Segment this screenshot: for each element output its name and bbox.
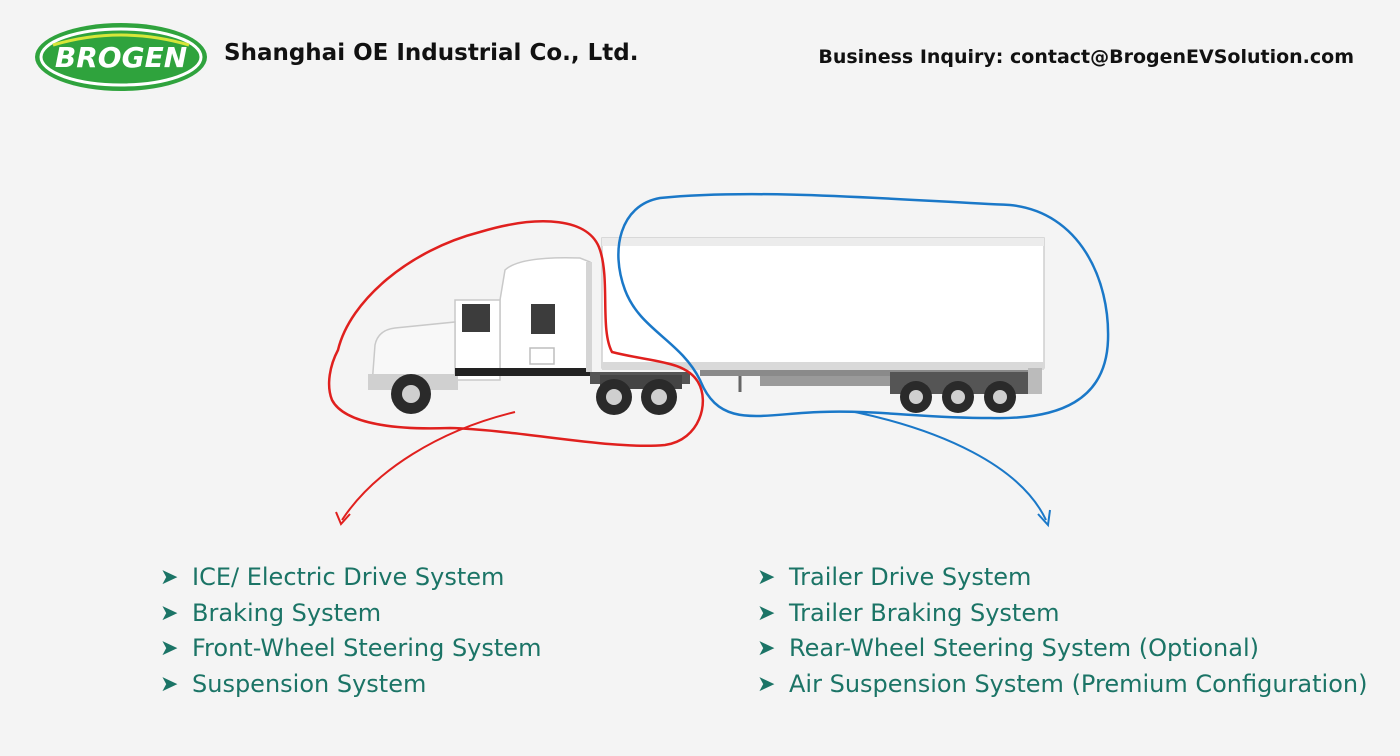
list-item: ➤ Trailer Braking System: [757, 596, 1367, 632]
list-item-label: Front-Wheel Steering System: [192, 634, 542, 663]
tractor: [368, 257, 690, 390]
tractor-systems-list: ➤ ICE/ Electric Drive System ➤ Braking Sys…: [160, 560, 541, 702]
trailer-pointer-arrow: [854, 411, 1047, 521]
tractor-highlight-outline: [327, 220, 705, 448]
trailer-wheels: [900, 381, 1016, 413]
list-item-label: Air Suspension System (Premium Configura…: [789, 669, 1368, 698]
list-item: ➤ Braking System: [160, 596, 541, 632]
list-item-label: Trailer Braking System: [789, 598, 1060, 627]
list-item: ➤ Front-Wheel Steering System: [160, 631, 541, 667]
tractor-pointer-arrow: [341, 411, 516, 521]
trailer-systems-list: ➤ Trailer Drive System ➤ Trailer Braking S…: [757, 560, 1367, 702]
arrow-right-icon: ➤: [757, 671, 776, 697]
arrow-right-icon: ➤: [757, 600, 776, 626]
tractor-wheels: [391, 374, 677, 415]
trailer-pointer-arrowhead: [1037, 509, 1051, 528]
tractor-pointer-arrowhead: [335, 511, 351, 526]
arrow-right-icon: ➤: [160, 565, 179, 591]
header: BROGEN Shanghai OE Industrial Co., Ltd. …: [0, 0, 1400, 110]
trailer: [601, 237, 1045, 394]
company-name: Shanghai OE Industrial Co., Ltd.: [224, 40, 639, 66]
brogen-logo: BROGEN: [35, 23, 207, 91]
arrow-right-icon: ➤: [160, 671, 179, 697]
arrow-right-icon: ➤: [757, 636, 776, 662]
list-item: ➤ Rear-Wheel Steering System (Optional): [757, 631, 1367, 667]
list-item-label: ICE/ Electric Drive System: [192, 563, 505, 592]
list-item: ➤ Trailer Drive System: [757, 560, 1367, 596]
list-item-label: Braking System: [192, 598, 382, 627]
arrow-right-icon: ➤: [160, 636, 179, 662]
list-item-label: Rear-Wheel Steering System (Optional): [789, 634, 1259, 663]
arrow-right-icon: ➤: [160, 600, 179, 626]
list-item-label: Suspension System: [192, 669, 427, 698]
list-item: ➤ ICE/ Electric Drive System: [160, 560, 541, 596]
business-inquiry: Business Inquiry: contact@BrogenEVSoluti…: [818, 46, 1354, 68]
trailer-highlight-outline: [617, 192, 1110, 420]
list-item: ➤ Suspension System: [160, 667, 541, 703]
list-item: ➤ Air Suspension System (Premium Configur…: [757, 667, 1367, 703]
list-item-label: Trailer Drive System: [789, 563, 1032, 592]
logo-text: BROGEN: [55, 41, 187, 74]
arrow-right-icon: ➤: [757, 565, 776, 591]
